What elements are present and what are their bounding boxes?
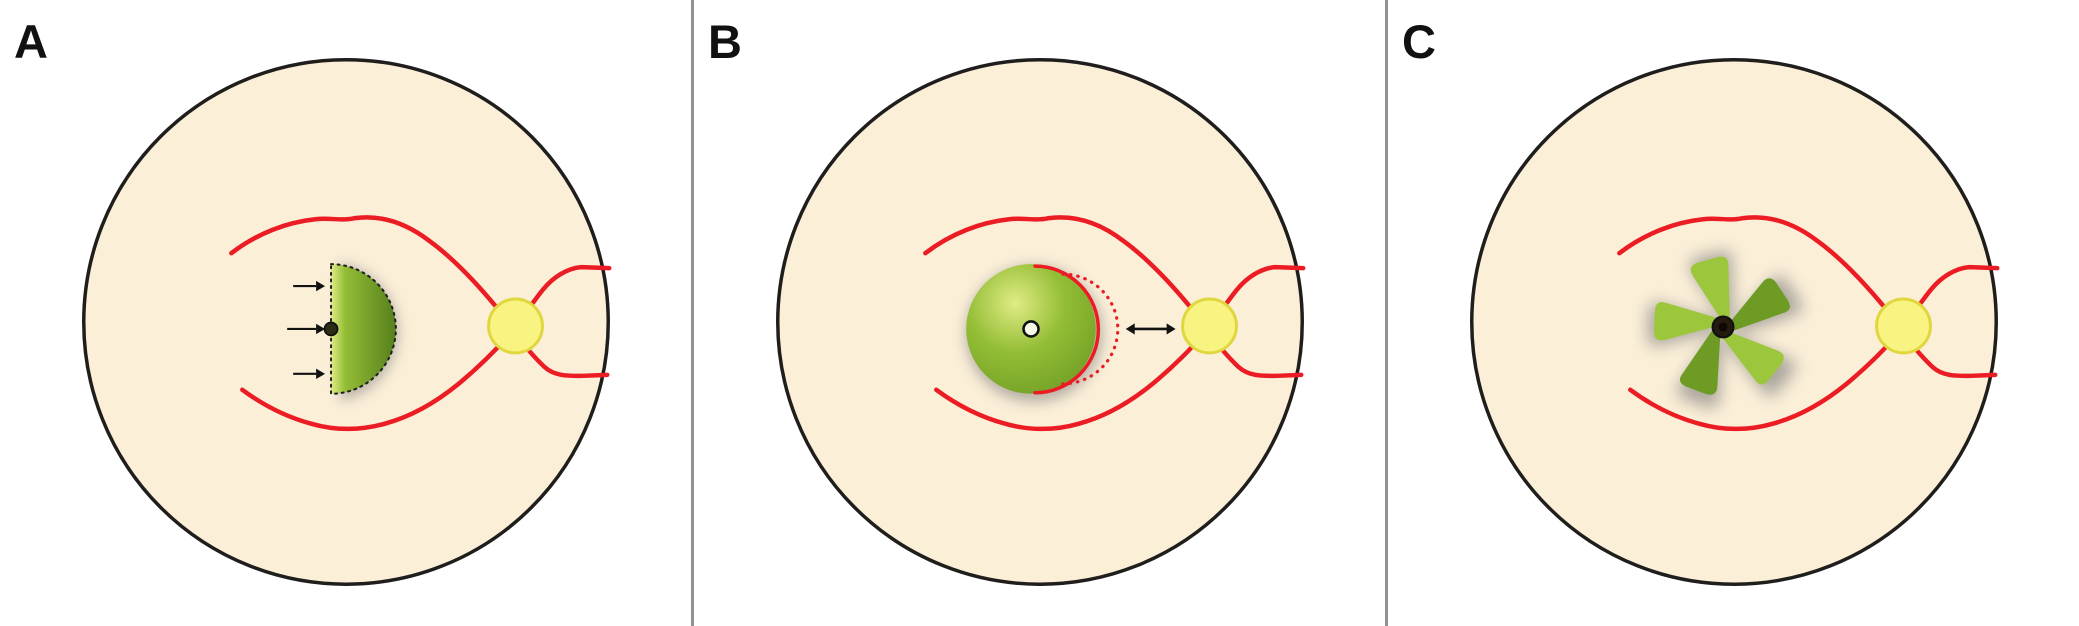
vessel-upper-arcade xyxy=(229,215,612,329)
pinwheel-blade xyxy=(1653,301,1719,341)
vessel-lower-arcade xyxy=(934,328,1304,432)
panel-label-c: C xyxy=(1402,15,1436,68)
pressure-arrows xyxy=(287,280,326,380)
arrow-icon xyxy=(293,368,326,380)
optic-disc xyxy=(1181,297,1238,355)
fixation-hub-core xyxy=(1718,322,1728,332)
fundus-diagram-c xyxy=(1470,57,2000,586)
semicircle-scotoma xyxy=(330,263,397,395)
pinwheel-blade xyxy=(1679,328,1721,395)
pinwheel-blade xyxy=(1721,331,1784,385)
pinwheel-blade xyxy=(1728,278,1790,332)
pinwheel-lesion xyxy=(1653,256,1790,395)
panel-c: C xyxy=(1388,0,2079,626)
scotoma-semicircle-lesion xyxy=(323,263,399,401)
fixation-ring xyxy=(1022,320,1040,338)
vessel-upper-arcade xyxy=(923,215,1306,329)
round-lesion xyxy=(965,264,1120,403)
panel-label-b: B xyxy=(708,15,742,68)
panel-label-a: A xyxy=(14,15,48,68)
panel-divider xyxy=(691,0,694,626)
distance-arrow-icon xyxy=(1125,323,1176,335)
vessel-lower-arcade xyxy=(240,328,610,432)
arrow-icon xyxy=(287,323,326,335)
panel-a: A xyxy=(0,0,691,626)
optic-disc xyxy=(1875,297,1932,355)
arrow-icon xyxy=(293,280,326,292)
panel-b: B xyxy=(694,0,1385,626)
fundus-diagram-a xyxy=(82,57,612,586)
fundus-diagram-b xyxy=(776,57,1306,586)
vessel-lower-arcade xyxy=(1628,328,1998,432)
pinwheel-blade xyxy=(1690,256,1730,322)
panel-divider xyxy=(1385,0,1388,626)
fixation-dot xyxy=(323,321,339,337)
optic-disc xyxy=(487,297,544,355)
vessel-upper-arcade xyxy=(1617,215,2000,329)
